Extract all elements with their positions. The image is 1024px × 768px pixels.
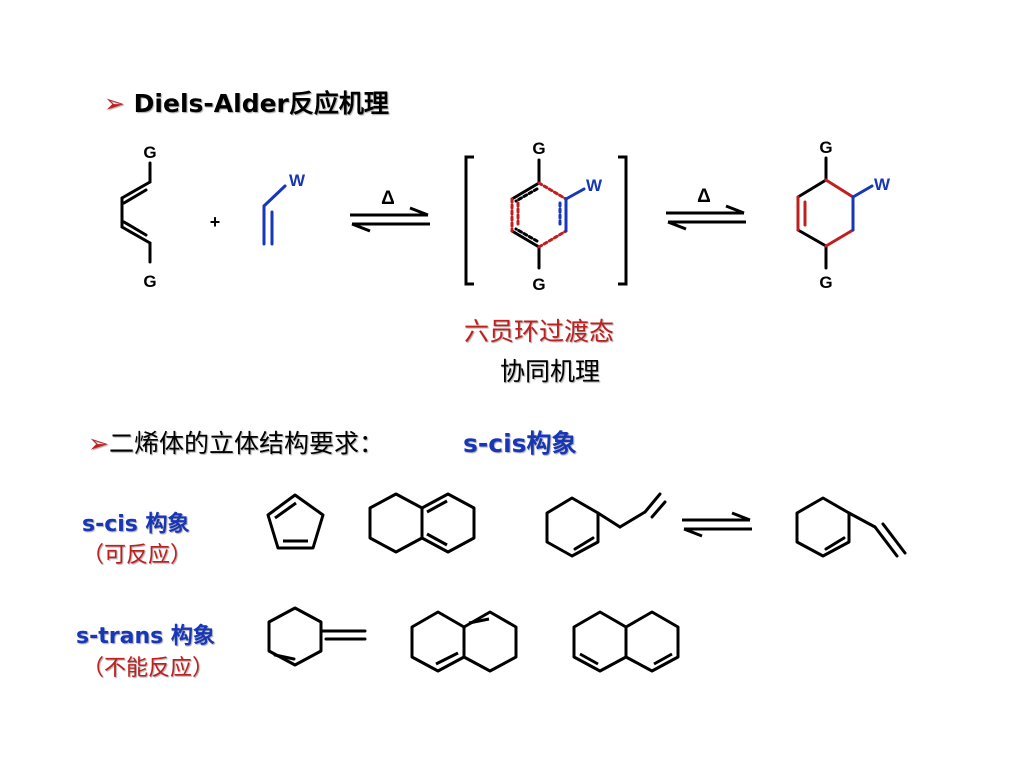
diene-bottom-g-label: G bbox=[143, 272, 156, 291]
dienophile-structure bbox=[262, 184, 287, 246]
strans-bicyclic-structure-2 bbox=[572, 610, 680, 673]
dienophile-w-label: W bbox=[289, 171, 306, 190]
mechanism-heading: ➢ Diels-Alder反应机理 bbox=[104, 84, 389, 120]
vinylcyclohexene-scis-structure bbox=[545, 492, 667, 558]
diene-top-g-label: G bbox=[143, 143, 156, 162]
product-w-label: W bbox=[874, 175, 891, 194]
bullet-arrow-icon: ➢ bbox=[104, 89, 125, 118]
product-structure bbox=[796, 156, 874, 270]
ts-w-label: W bbox=[586, 176, 603, 195]
equilibrium-arrow-1 bbox=[350, 206, 430, 233]
bullet-arrow-icon: ➢ bbox=[88, 429, 109, 458]
diene-structure bbox=[120, 161, 152, 264]
ts-bottom-g-label: G bbox=[532, 275, 545, 294]
concerted-mechanism-label: 协同机理 bbox=[500, 357, 601, 386]
strans-row-note: （不能反应） bbox=[82, 656, 215, 681]
equilibrium-arrow-2 bbox=[666, 204, 746, 231]
cyclopentadiene-structure bbox=[266, 493, 325, 550]
heat-delta-1: Δ bbox=[381, 188, 395, 209]
vinylcyclohexene-strans-structure bbox=[795, 496, 907, 558]
strans-row-label: s-trans 构象 bbox=[76, 624, 215, 649]
ts-top-g-label: G bbox=[532, 139, 545, 158]
transition-state-brackets bbox=[464, 155, 628, 286]
transition-state-structure bbox=[510, 158, 586, 270]
stereo-requirement-text: 二烯体的立体结构要求： bbox=[108, 429, 384, 458]
scis-requirement-label: s-cis构象 bbox=[463, 429, 577, 458]
stereo-requirement-heading: ➢二烯体的立体结构要求： bbox=[88, 424, 384, 460]
product-bottom-g-label: G bbox=[819, 273, 832, 292]
strans-bicyclic-structure-1 bbox=[410, 610, 518, 673]
scis-bicyclic-structure bbox=[368, 492, 476, 554]
plus-sign: + bbox=[210, 212, 221, 232]
methylenecyclohexene-structure bbox=[267, 606, 367, 667]
mechanism-heading-text: Diels-Alder反应机理 bbox=[133, 89, 389, 118]
scis-row-label: s-cis 构象 bbox=[82, 512, 190, 537]
transition-state-label: 六员环过渡态 bbox=[464, 317, 615, 346]
heat-delta-2: Δ bbox=[697, 186, 711, 207]
product-top-g-label: G bbox=[819, 138, 832, 157]
scis-row-note: （可反应） bbox=[82, 543, 193, 568]
equilibrium-arrow-3 bbox=[682, 511, 752, 538]
